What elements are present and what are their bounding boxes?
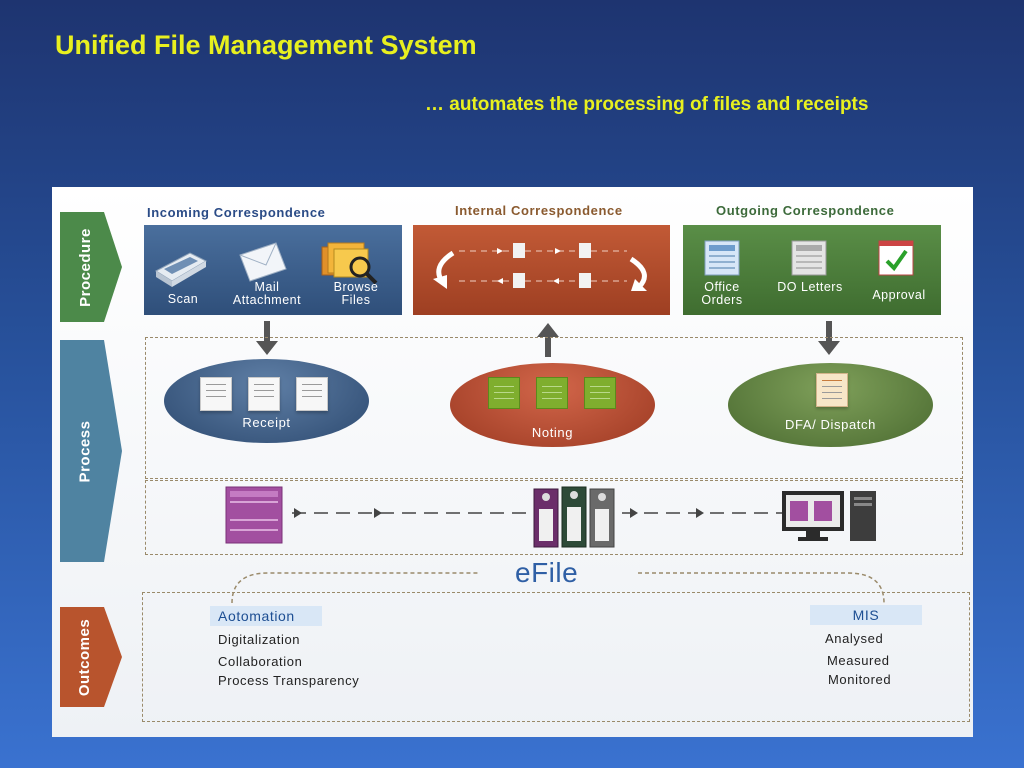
slide-subtitle: … automates the processing of files and …	[425, 94, 869, 115]
green-folder-icon	[584, 377, 616, 409]
outgoing-down-arrow	[818, 321, 840, 355]
outcome-process-transparency: Process Transparency	[218, 673, 360, 688]
green-folder-icon	[488, 377, 520, 409]
mail-attachment-label: Mail Attachment	[232, 280, 302, 307]
flow-line-right	[622, 508, 784, 518]
stage-process: Process	[60, 340, 122, 562]
approval-label: Approval	[872, 288, 926, 302]
receipt-node: Receipt	[164, 359, 369, 443]
outgoing-header: Outgoing Correspondence	[716, 203, 895, 218]
scan-label: Scan	[167, 292, 199, 306]
efile-workflow-diagram: Procedure Process Outcomes Incoming Corr…	[52, 187, 973, 737]
incoming-panel: Scan Mail Attachment Browse Files	[144, 225, 402, 315]
outgoing-panel: Office Orders DO Letters Approval	[683, 225, 941, 315]
internal-cycle-icon	[433, 243, 647, 291]
efile-label: eFile	[515, 557, 579, 588]
office-orders-label: Office Orders	[701, 280, 743, 307]
browse-files-label: Browse Files	[333, 280, 379, 307]
dispatch-letter-icon	[816, 373, 848, 407]
file-icon	[296, 377, 328, 411]
computer-icon	[782, 491, 876, 541]
noting-label: Noting	[531, 425, 574, 440]
receipt-label: Receipt	[242, 415, 291, 430]
mail-icon	[239, 242, 287, 282]
outcome-analysed: Analysed	[825, 631, 884, 646]
incoming-header: Incoming Correspondence	[147, 205, 326, 220]
outcomes-box	[142, 592, 970, 722]
scanner-icon	[154, 252, 208, 287]
slide-title: Unified File Management System	[55, 30, 477, 60]
stage-procedure-label: Procedure	[76, 227, 94, 307]
outcome-monitored: Monitored	[828, 672, 892, 687]
dispatch-node: DFA/ Dispatch	[728, 363, 933, 447]
internal-panel	[413, 225, 670, 315]
file-icon	[200, 377, 232, 411]
outcome-collaboration: Collaboration	[218, 654, 303, 669]
file-rack-icon	[533, 486, 615, 548]
flow-line-left	[292, 508, 534, 518]
office-order-icon	[704, 240, 740, 276]
automation-header: Aotomation	[210, 606, 322, 626]
stage-outcomes-label: Outcomes	[76, 618, 94, 696]
outcome-measured: Measured	[827, 653, 890, 668]
process-box-bottom	[145, 480, 963, 555]
do-letters-label: DO Letters	[777, 280, 843, 294]
efile-bracket	[231, 572, 885, 604]
stage-procedure: Procedure	[60, 212, 122, 322]
green-folder-icon	[536, 377, 568, 409]
noting-node: Noting	[450, 363, 655, 447]
approval-check-icon	[878, 240, 914, 276]
stage-outcomes: Outcomes	[60, 607, 122, 707]
do-letter-icon	[791, 240, 827, 276]
file-icon	[248, 377, 280, 411]
internal-up-arrow	[537, 323, 559, 357]
purple-file-icon	[225, 486, 283, 544]
process-box-top	[145, 337, 963, 479]
stage-process-label: Process	[76, 420, 94, 482]
dispatch-label: DFA/ Dispatch	[785, 417, 876, 432]
incoming-down-arrow	[256, 321, 278, 355]
internal-header: Internal Correspondence	[455, 203, 623, 218]
outcome-digitalization: Digitalization	[218, 632, 301, 647]
mis-header: MIS	[810, 605, 922, 625]
browse-folder-icon	[321, 242, 378, 285]
